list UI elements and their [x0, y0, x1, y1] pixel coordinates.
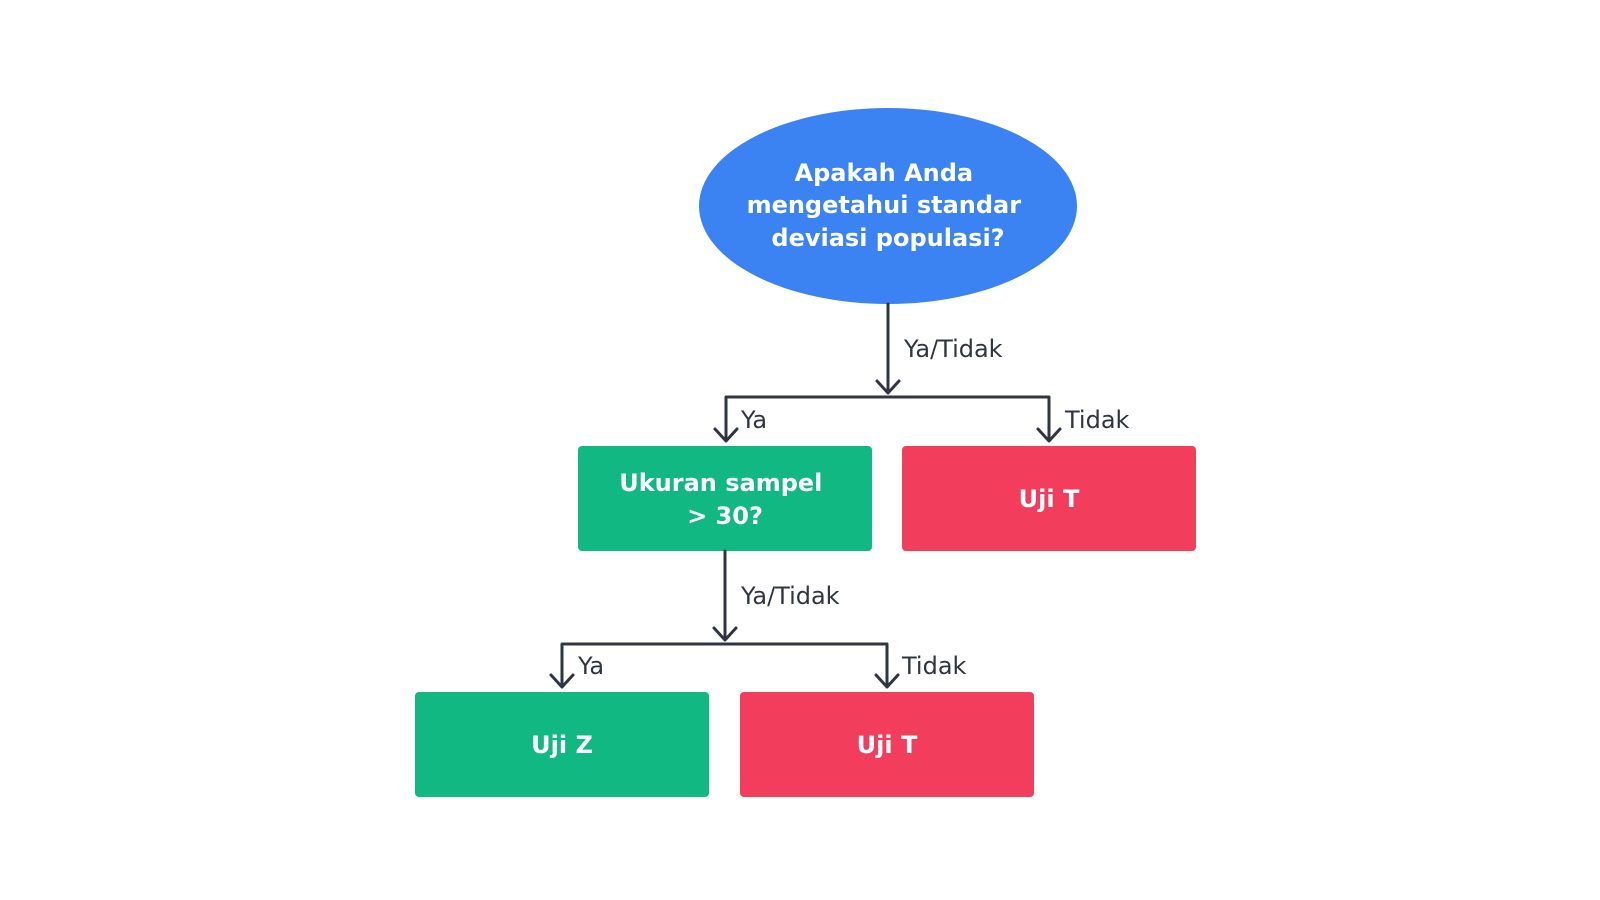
sample-connector: [549, 549, 900, 689]
result-z-text: Uji Z: [531, 731, 593, 759]
root-branch-line: [724, 395, 1051, 442]
root-question-node: Apakah Anda mengetahui standar deviasi p…: [699, 108, 1077, 304]
sample-size-question-shape: [578, 446, 872, 551]
root-yes-arrowhead: [713, 427, 739, 443]
sample-no-arrowhead: [874, 673, 900, 689]
result-z-shape: [415, 692, 709, 797]
sample-split-label: Ya/Tidak: [740, 582, 840, 610]
result-z-node: Uji Z: [415, 692, 709, 797]
root-question-text: Apakah Anda mengetahui standar deviasi p…: [747, 159, 1030, 252]
root-split-label: Ya/Tidak: [903, 335, 1003, 363]
result-t-bottom-shape: [740, 692, 1034, 797]
sample-yes-arrowhead: [549, 673, 575, 689]
root-yes-label: Ya: [740, 406, 767, 434]
result-t-bottom-node: Uji T: [740, 692, 1034, 797]
sample-size-question-text: Ukuran sampel > 30?: [619, 469, 831, 530]
sample-yes-label: Ya: [577, 652, 604, 680]
root-connector: [713, 302, 1062, 443]
root-trunk-arrowhead: [875, 379, 901, 395]
root-question-shape: [699, 108, 1077, 304]
root-question-line-3: deviasi populasi?: [771, 224, 1004, 252]
result-t-top-node: Uji T: [902, 446, 1196, 551]
root-no-arrowhead: [1036, 427, 1062, 443]
sample-size-question-line-2: > 30?: [687, 502, 763, 530]
result-t-top-shape: [902, 446, 1196, 551]
root-question-line-1: Apakah Anda: [795, 159, 974, 187]
result-t-top-text: Uji T: [1019, 485, 1080, 513]
root-no-label: Tidak: [1064, 406, 1130, 434]
sample-trunk-arrowhead: [712, 626, 738, 642]
sample-branch-line: [560, 642, 889, 688]
sample-size-question-line-1: Ukuran sampel: [619, 469, 822, 497]
result-t-bottom-text: Uji T: [857, 731, 918, 759]
sample-no-label: Tidak: [901, 652, 967, 680]
sample-size-question-node: Ukuran sampel > 30?: [578, 446, 872, 551]
root-question-line-2: mengetahui standar: [747, 191, 1022, 219]
